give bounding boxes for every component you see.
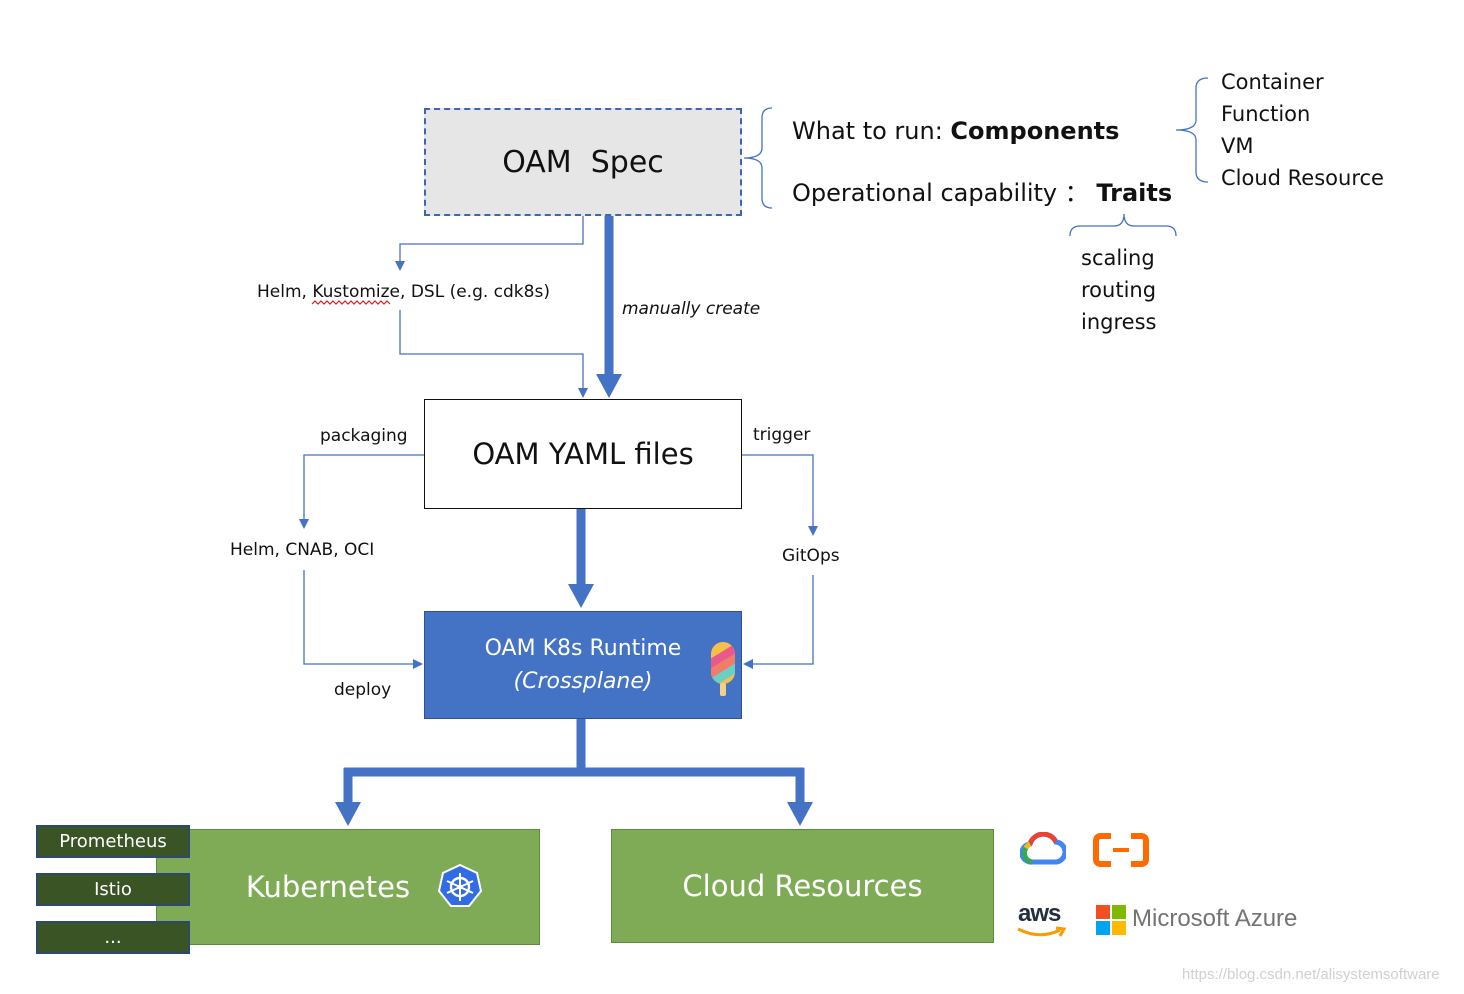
addon-more: ...	[36, 921, 190, 954]
kubernetes-box: Kubernetes	[156, 829, 540, 945]
trigger-connector	[742, 454, 818, 536]
addon-istio: Istio	[36, 873, 190, 906]
aws-logo: aws	[1018, 900, 1061, 928]
helm-to-yaml-connector	[399, 310, 588, 398]
component-item: Cloud Resource	[1221, 166, 1384, 190]
packaging-label: packaging	[320, 426, 408, 446]
trait-item: routing	[1081, 278, 1157, 302]
kubernetes-title: Kubernetes	[245, 870, 411, 904]
cloud-resources-title: Cloud Resources	[682, 869, 923, 903]
watermark: https://blog.csdn.net/alisystemsoftware	[1182, 966, 1440, 983]
oam-yaml-files-title: OAM YAML files	[472, 437, 694, 471]
traits-keyword: Traits	[1096, 179, 1173, 207]
dsl-text: , DSL (e.g. cdk8s)	[400, 282, 550, 302]
oam-yaml-files-box: OAM YAML files	[424, 399, 742, 509]
oam-spec-box: OAM Spec	[424, 108, 742, 216]
helm-kustomize-dsl-label: Helm, Kustomize, DSL (e.g. cdk8s)	[257, 282, 550, 302]
runtime-subtitle: (Crossplane)	[513, 669, 653, 694]
components-brace	[1175, 77, 1209, 183]
kubernetes-helm-icon	[438, 864, 482, 907]
components-list: Container Function VM Cloud Resource	[1221, 66, 1384, 194]
traits-list: scaling routing ingress	[1081, 242, 1156, 338]
microsoft-azure-text: Microsoft Azure	[1132, 905, 1298, 932]
what-to-run-prefix: What to run:	[792, 117, 951, 145]
oam-k8s-runtime-box: OAM K8s Runtime (Crossplane)	[424, 611, 742, 719]
traits-brace	[1069, 213, 1177, 237]
component-item: VM	[1221, 134, 1254, 158]
gitops-connector	[743, 575, 814, 669]
crossplane-popsicle-icon	[711, 642, 735, 696]
deploy-connector	[303, 570, 423, 669]
runtime-title: OAM K8s Runtime	[484, 636, 682, 661]
runtime-split-arrows	[335, 719, 813, 826]
component-item: Container	[1221, 70, 1324, 94]
gitops-label: GitOps	[782, 546, 840, 566]
aws-text: aws	[1018, 900, 1061, 927]
microsoft-logo-icon	[1096, 905, 1126, 935]
alibaba-cloud-icon	[1093, 833, 1149, 867]
component-item: Function	[1221, 102, 1311, 126]
spec-brace	[743, 107, 773, 209]
what-to-run-label: What to run: Components	[792, 117, 1119, 145]
oam-spec-title: OAM Spec	[502, 144, 664, 180]
manual-create-arrow	[596, 216, 622, 398]
yaml-to-runtime-arrow	[568, 509, 594, 608]
components-keyword: Components	[950, 117, 1120, 145]
kustomize-text: Kustomize	[312, 282, 401, 302]
operational-capability-prefix: Operational capability ：	[792, 179, 1097, 207]
helm-cnab-oci-label: Helm, CNAB, OCI	[230, 540, 375, 560]
aws-smile-icon	[1017, 926, 1067, 937]
manually-create-label: manually create	[622, 299, 761, 319]
spellcheck-squiggle	[311, 300, 391, 305]
trait-item: ingress	[1081, 310, 1157, 334]
addon-prometheus: Prometheus	[36, 825, 190, 858]
cloud-resources-box: Cloud Resources	[611, 829, 994, 943]
trait-item: scaling	[1081, 246, 1155, 270]
trigger-label: trigger	[753, 425, 811, 445]
operational-capability-label: Operational capability ： Traits	[792, 173, 1172, 208]
spec-to-helm-connector	[395, 216, 584, 271]
helm-text: Helm,	[257, 282, 313, 302]
google-cloud-icon	[1020, 832, 1066, 865]
deploy-label: deploy	[334, 680, 392, 700]
packaging-connector	[299, 454, 424, 529]
